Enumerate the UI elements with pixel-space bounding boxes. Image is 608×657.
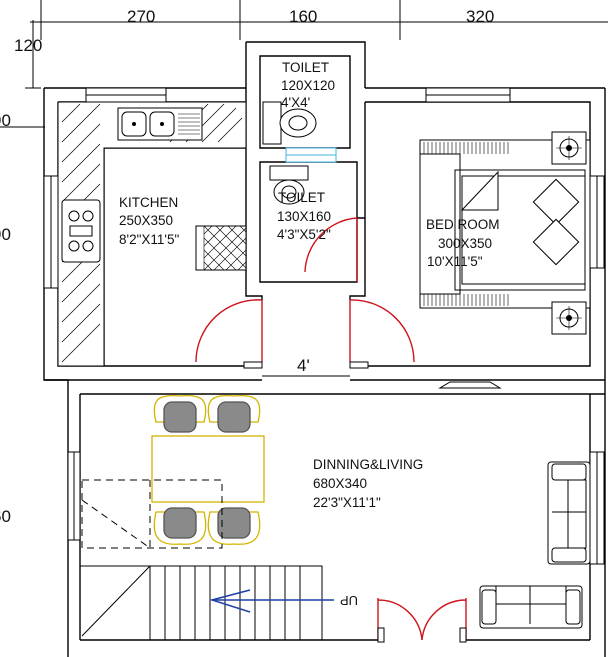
kitchen-size-cm: 250X350 [119,213,173,228]
dimension-left-4: 60 [0,507,11,526]
dining-chair [207,394,261,433]
dimension-left-3: 90 [0,225,11,244]
bedroom-furniture [419,131,591,335]
kitchen-name: KITCHEN [119,195,178,210]
sofa-right [547,461,591,565]
tv-unit [438,381,502,389]
windows [43,87,605,565]
pillow [532,218,580,266]
dining-table [151,435,265,503]
opening-label: 4' [297,356,310,375]
toilet-top-wc-tank [262,101,282,145]
toilet-top-size-ft: 4'X4' [281,95,310,110]
toilet-mid-wc-tank [269,165,309,181]
dimension-left-1: 120 [14,36,42,55]
dimension-top-2: 160 [289,7,317,26]
stair-up-label: UP [340,593,358,608]
living-size-cm: 680X340 [313,476,367,491]
dimension-top-3: 320 [466,7,494,26]
toilet-fixtures [262,101,317,205]
kitchen-counter [57,101,247,367]
doors [195,299,467,641]
main-door-right [421,598,467,641]
dining-chair [153,507,207,545]
sofa-bottom [479,585,583,629]
toilet-top-size-cm: 120X120 [281,78,335,93]
toilet-mid-size-ft: 4'3"X5'2" [277,227,331,242]
main-door-left [377,598,423,641]
stair-overhead-dashed [81,479,223,549]
kitchen-door [195,299,263,363]
dimension-left-2: 90 [0,111,11,130]
bedroom-size-ft: 10'X11'5" [427,254,483,269]
toilet-doors [304,217,358,282]
kitchen-stove [61,199,101,263]
living-furniture [438,381,591,629]
living-size-ft: 22'3"X11'1" [313,495,381,510]
dining-chair [153,394,207,433]
bedroom-size-cm: 300X350 [438,236,492,251]
toilet-mid-size-cm: 130X160 [277,209,331,224]
stair-arrow [209,589,334,613]
bed [419,139,591,309]
staircase [80,565,323,640]
door-frames [243,361,467,643]
kitchen-size-ft: 8'2"X11'5" [119,232,179,247]
bedroom-name: BED ROOM [426,217,500,232]
living-name: DINNING&LIVING [313,457,423,472]
dimension-lines [0,0,608,128]
toilet-top-name: TOILET [282,60,329,75]
dining-chair [207,507,261,545]
pillow [532,178,580,226]
dimension-top-1: 270 [127,7,155,26]
toilet-mid-name: TOILET [278,190,325,205]
bedroom-door [349,299,415,363]
dining-set [151,394,265,545]
